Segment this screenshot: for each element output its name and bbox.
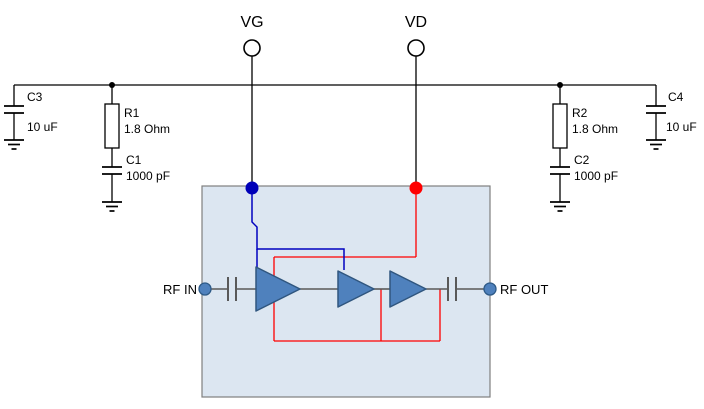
c2-ref-label: C2 (574, 153, 590, 167)
c1-capacitor-icon (101, 166, 123, 175)
vg-terminal-circle (243, 39, 261, 57)
ground-icon (101, 201, 123, 212)
vd-pin-dot (409, 181, 423, 195)
vg-terminal: VG (240, 14, 264, 186)
c4-branch: C4 10 uF (645, 85, 697, 150)
rf-out-port-dot (483, 282, 497, 296)
r1-resistor-icon (104, 103, 120, 149)
rf-in-port-dot (198, 282, 212, 296)
c1-ref-label: C1 (126, 153, 142, 167)
r2-c2-branch: R2 1.8 Ohm C2 1000 pF (549, 82, 618, 212)
c4-ref-label: C4 (668, 90, 684, 104)
c3-value-label: 10 uF (27, 120, 58, 134)
vd-label: VD (405, 14, 427, 31)
c3-branch: C3 10 uF (3, 85, 58, 150)
vd-terminal-circle (407, 39, 425, 57)
vg-bias-trace (251, 194, 345, 270)
rf-in-label: RF IN (163, 282, 197, 297)
c2-value-label: 1000 pF (574, 169, 618, 183)
r2-value-label: 1.8 Ohm (572, 122, 618, 136)
vg-pin-dot (245, 181, 259, 195)
r1-c1-branch: R1 1.8 Ohm C1 1000 pF (101, 82, 170, 212)
amp-stage-2-icon (337, 270, 375, 308)
amplifier-block: RF IN RF OUT (163, 181, 548, 398)
vg-feed-trace (251, 194, 345, 270)
r2-resistor-icon (552, 103, 568, 149)
c3-ref-label: C3 (27, 90, 43, 104)
ground-icon (3, 139, 25, 150)
dc-block-capacitor-input-icon (227, 277, 237, 301)
c3-capacitor-icon (3, 105, 25, 114)
c4-value-label: 10 uF (666, 120, 697, 134)
ground-icon (645, 139, 667, 150)
amp-stage-1-icon (255, 266, 301, 312)
c1-value-label: 1000 pF (126, 169, 170, 183)
c2-capacitor-icon (549, 166, 571, 175)
amp-stage-3-icon (389, 270, 427, 308)
rf-signal-path (211, 266, 484, 312)
r1-ref-label: R1 (124, 106, 140, 120)
r1-value-label: 1.8 Ohm (124, 122, 170, 136)
ground-icon (549, 201, 571, 212)
c4-capacitor-icon (645, 105, 667, 114)
vd-terminal: VD (405, 14, 427, 186)
rf-out-label: RF OUT (500, 282, 548, 297)
r2-ref-label: R2 (572, 106, 588, 120)
dc-block-capacitor-output-icon (447, 277, 457, 301)
vg-label: VG (240, 14, 263, 31)
